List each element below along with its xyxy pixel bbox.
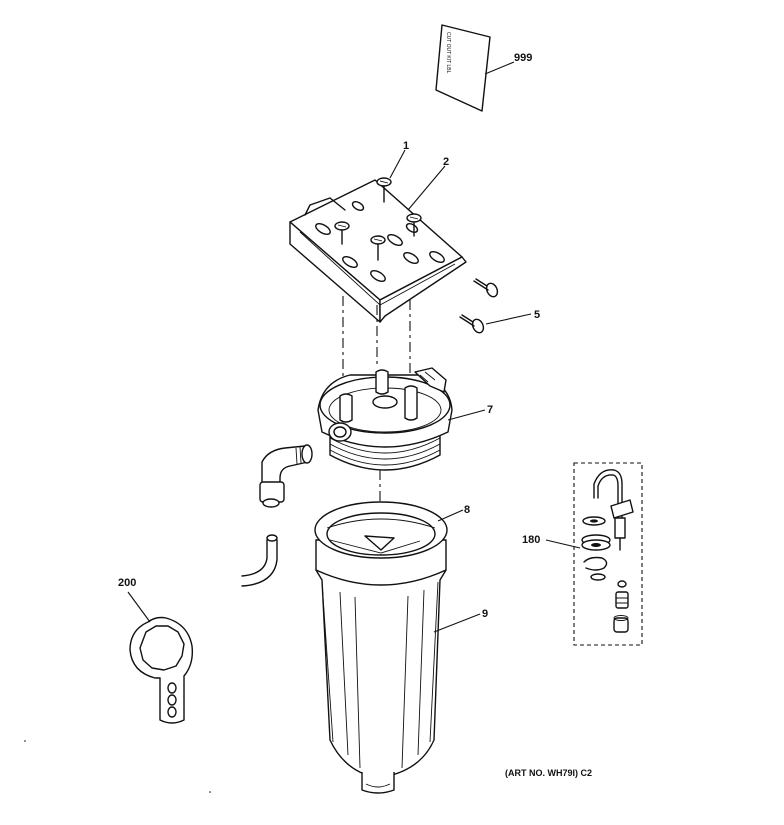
faucet-kit [573,462,643,646]
art-number: (ART NO. WH79I) C2 [505,768,592,778]
filter-housing [314,501,448,794]
callout-200: 200 [118,577,136,589]
alignment-lines [342,296,411,520]
screw [334,221,350,245]
filter-head [317,367,453,471]
screw [370,235,386,261]
callout-180: 180 [522,534,540,546]
callout-9: 9 [482,608,488,620]
callout-2: 2 [443,156,449,168]
instruction-card: CUT OUT KIT LBL [435,24,491,112]
bracket-screw [473,278,499,298]
callout-1: 1 [403,140,409,152]
housing-wrench [129,616,194,724]
callout-7: 7 [487,404,493,416]
tubing [241,534,278,587]
bracket-screw [459,314,485,334]
screw [376,177,392,203]
card-label: CUT OUT KIT LBL [445,32,451,74]
screw-set [334,177,422,261]
callout-999: 999 [514,52,532,64]
screw [406,213,422,237]
callout-8: 8 [464,504,470,516]
callout-5: 5 [534,309,540,321]
elbow-fitting [259,444,313,508]
